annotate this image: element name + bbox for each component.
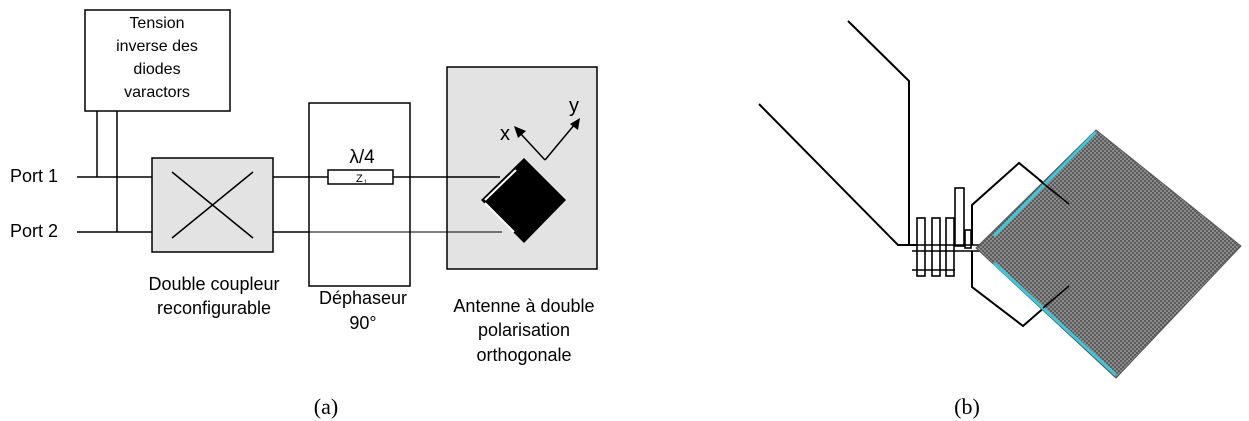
varactor-supply-box	[84, 9, 231, 112]
antenna-label-line3: orthogonale	[476, 345, 571, 365]
axis-y-label: y	[569, 95, 579, 117]
axis-y-arrowhead-icon	[570, 118, 580, 130]
lambda-quarter-label: λ/4	[349, 147, 375, 168]
port-1-label: Port 1	[10, 166, 58, 186]
patch-slot-2	[484, 202, 515, 233]
caption-a: (a)	[314, 394, 338, 419]
supply-label-line2: inverse des	[116, 38, 198, 55]
antenna-label-line1: Antenne à double	[453, 296, 594, 316]
phase-shifter-box	[308, 102, 411, 287]
port-2-label: Port 2	[10, 221, 58, 241]
shifter-label-line2: 90°	[349, 313, 376, 333]
feed-line-lower	[758, 103, 917, 246]
supply-label-line1: Tension	[129, 15, 184, 32]
impedance-subscript: 1	[364, 180, 368, 186]
axis-x-arrowhead-icon	[514, 126, 526, 138]
supply-label-line4: varactors	[124, 84, 190, 101]
supply-label-line3: diodes	[133, 61, 180, 78]
axis-x-label: x	[500, 123, 510, 145]
antenna-label-line2: polarisation	[478, 320, 570, 340]
coupler-cross-2	[171, 171, 254, 239]
shifter-label-line1: Déphaseur	[319, 288, 407, 308]
inner-arm-upper	[1038, 179, 1070, 205]
mesh-patch	[975, 129, 1242, 379]
axis-x-arrow	[519, 132, 546, 161]
feed-line-upper	[847, 20, 917, 246]
diagram-b: (b)	[758, 20, 1242, 419]
coupler-label-line1: Double coupleur	[148, 274, 279, 294]
axis-y-arrow	[544, 123, 576, 161]
caption-b: (b)	[954, 394, 980, 419]
coupler-label-line2: reconfigurable	[157, 298, 271, 318]
patch-slot-1	[484, 169, 517, 201]
impedance-label: Z	[356, 173, 363, 185]
slot-edge-lower	[992, 261, 1118, 377]
varactor-stubs	[912, 187, 980, 277]
inner-arm-lower	[1042, 285, 1070, 309]
diagram-a: Tension inverse des diodes varactors Por…	[10, 9, 598, 419]
patch-antenna	[481, 158, 566, 243]
